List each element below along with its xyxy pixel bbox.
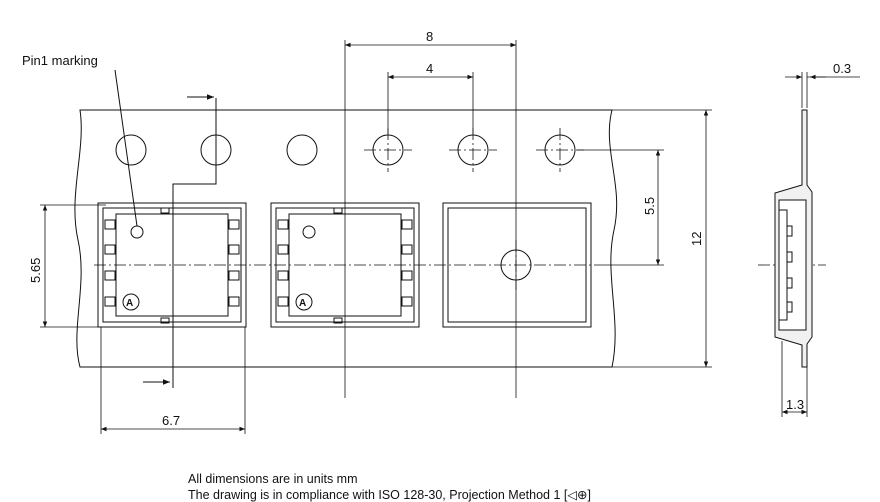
carrier-tape-outline [74,109,618,368]
package-mark: A [126,298,133,309]
dim-text-6-7: 6.7 [162,413,180,428]
dim-text-8: 8 [426,29,433,44]
pin1-marking-label: Pin1 marking [22,53,98,68]
units-note: All dimensions are in units mm [188,472,358,486]
sprocket-hole [286,134,318,166]
side-section-view [774,109,813,368]
dim-text-1-3: 1.3 [786,397,804,412]
section-line [172,98,217,388]
dim-text-4: 4 [426,61,433,76]
dim-text-0-3: 0.3 [833,61,851,76]
dim-text-5-65: 5.65 [28,258,43,283]
dim-text-5-5: 5.5 [642,197,657,215]
sprocket-hole [115,134,147,166]
pin1-leader-line [114,69,138,227]
package-mark: A [299,298,306,309]
dim-text-12: 12 [689,232,704,246]
